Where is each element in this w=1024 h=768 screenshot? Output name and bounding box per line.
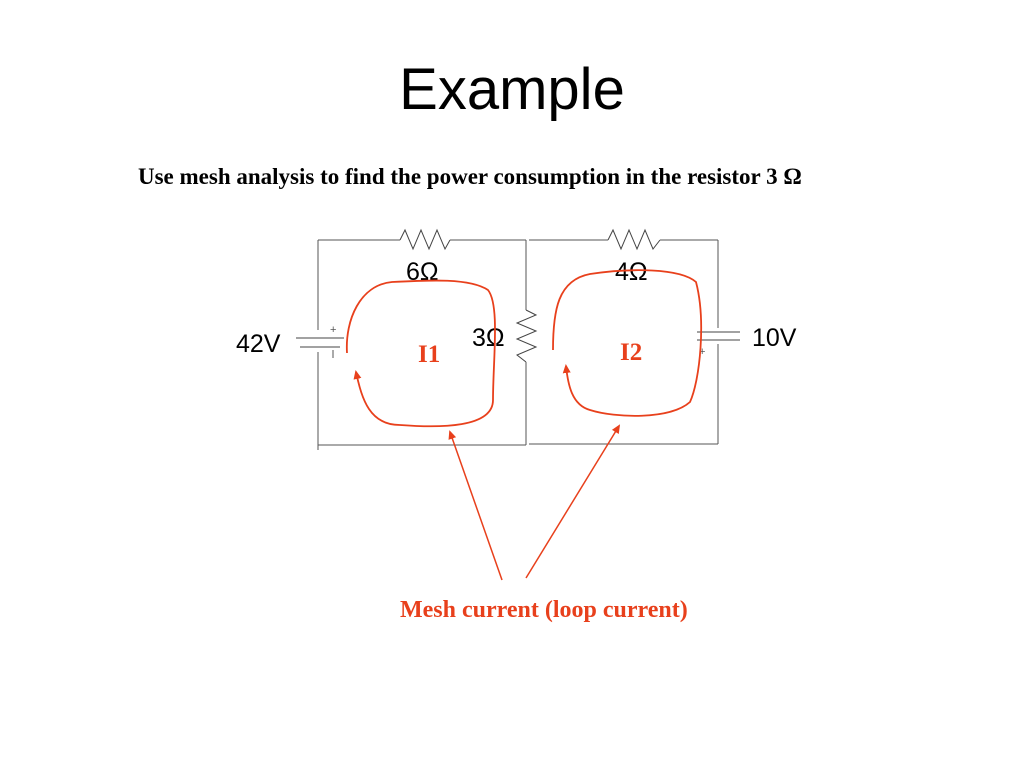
problem-statement: Use mesh analysis to find the power cons… xyxy=(138,164,802,189)
resistor-4-ohm-label: 4Ω xyxy=(615,258,648,286)
callout-arrow-i1 xyxy=(448,430,503,581)
right-mesh-wires xyxy=(529,239,719,445)
mesh-current-loop-2 xyxy=(552,269,703,417)
resistor-6-ohm xyxy=(399,228,451,251)
resistor-3-ohm xyxy=(515,309,538,363)
callout-arrow-i2 xyxy=(525,424,621,579)
mesh-current-i2-label: I2 xyxy=(620,339,642,366)
voltage-source-10v xyxy=(697,331,740,341)
plus-sign-42v: + xyxy=(330,324,336,336)
slide-title: Example xyxy=(399,57,625,122)
mesh-current-caption: Mesh current (loop current) xyxy=(400,597,688,623)
mesh-current-loop-1 xyxy=(345,279,496,428)
plus-sign-10v: + xyxy=(699,346,705,358)
source-42v-label: 42V xyxy=(236,330,281,358)
mesh-current-i1-label: I1 xyxy=(418,341,440,368)
left-mesh-wires xyxy=(317,239,527,450)
resistor-3-ohm-label: 3Ω xyxy=(472,324,505,352)
voltage-source-42v xyxy=(296,337,344,348)
resistor-4-ohm xyxy=(607,228,661,251)
source-10v-label: 10V xyxy=(752,324,797,352)
